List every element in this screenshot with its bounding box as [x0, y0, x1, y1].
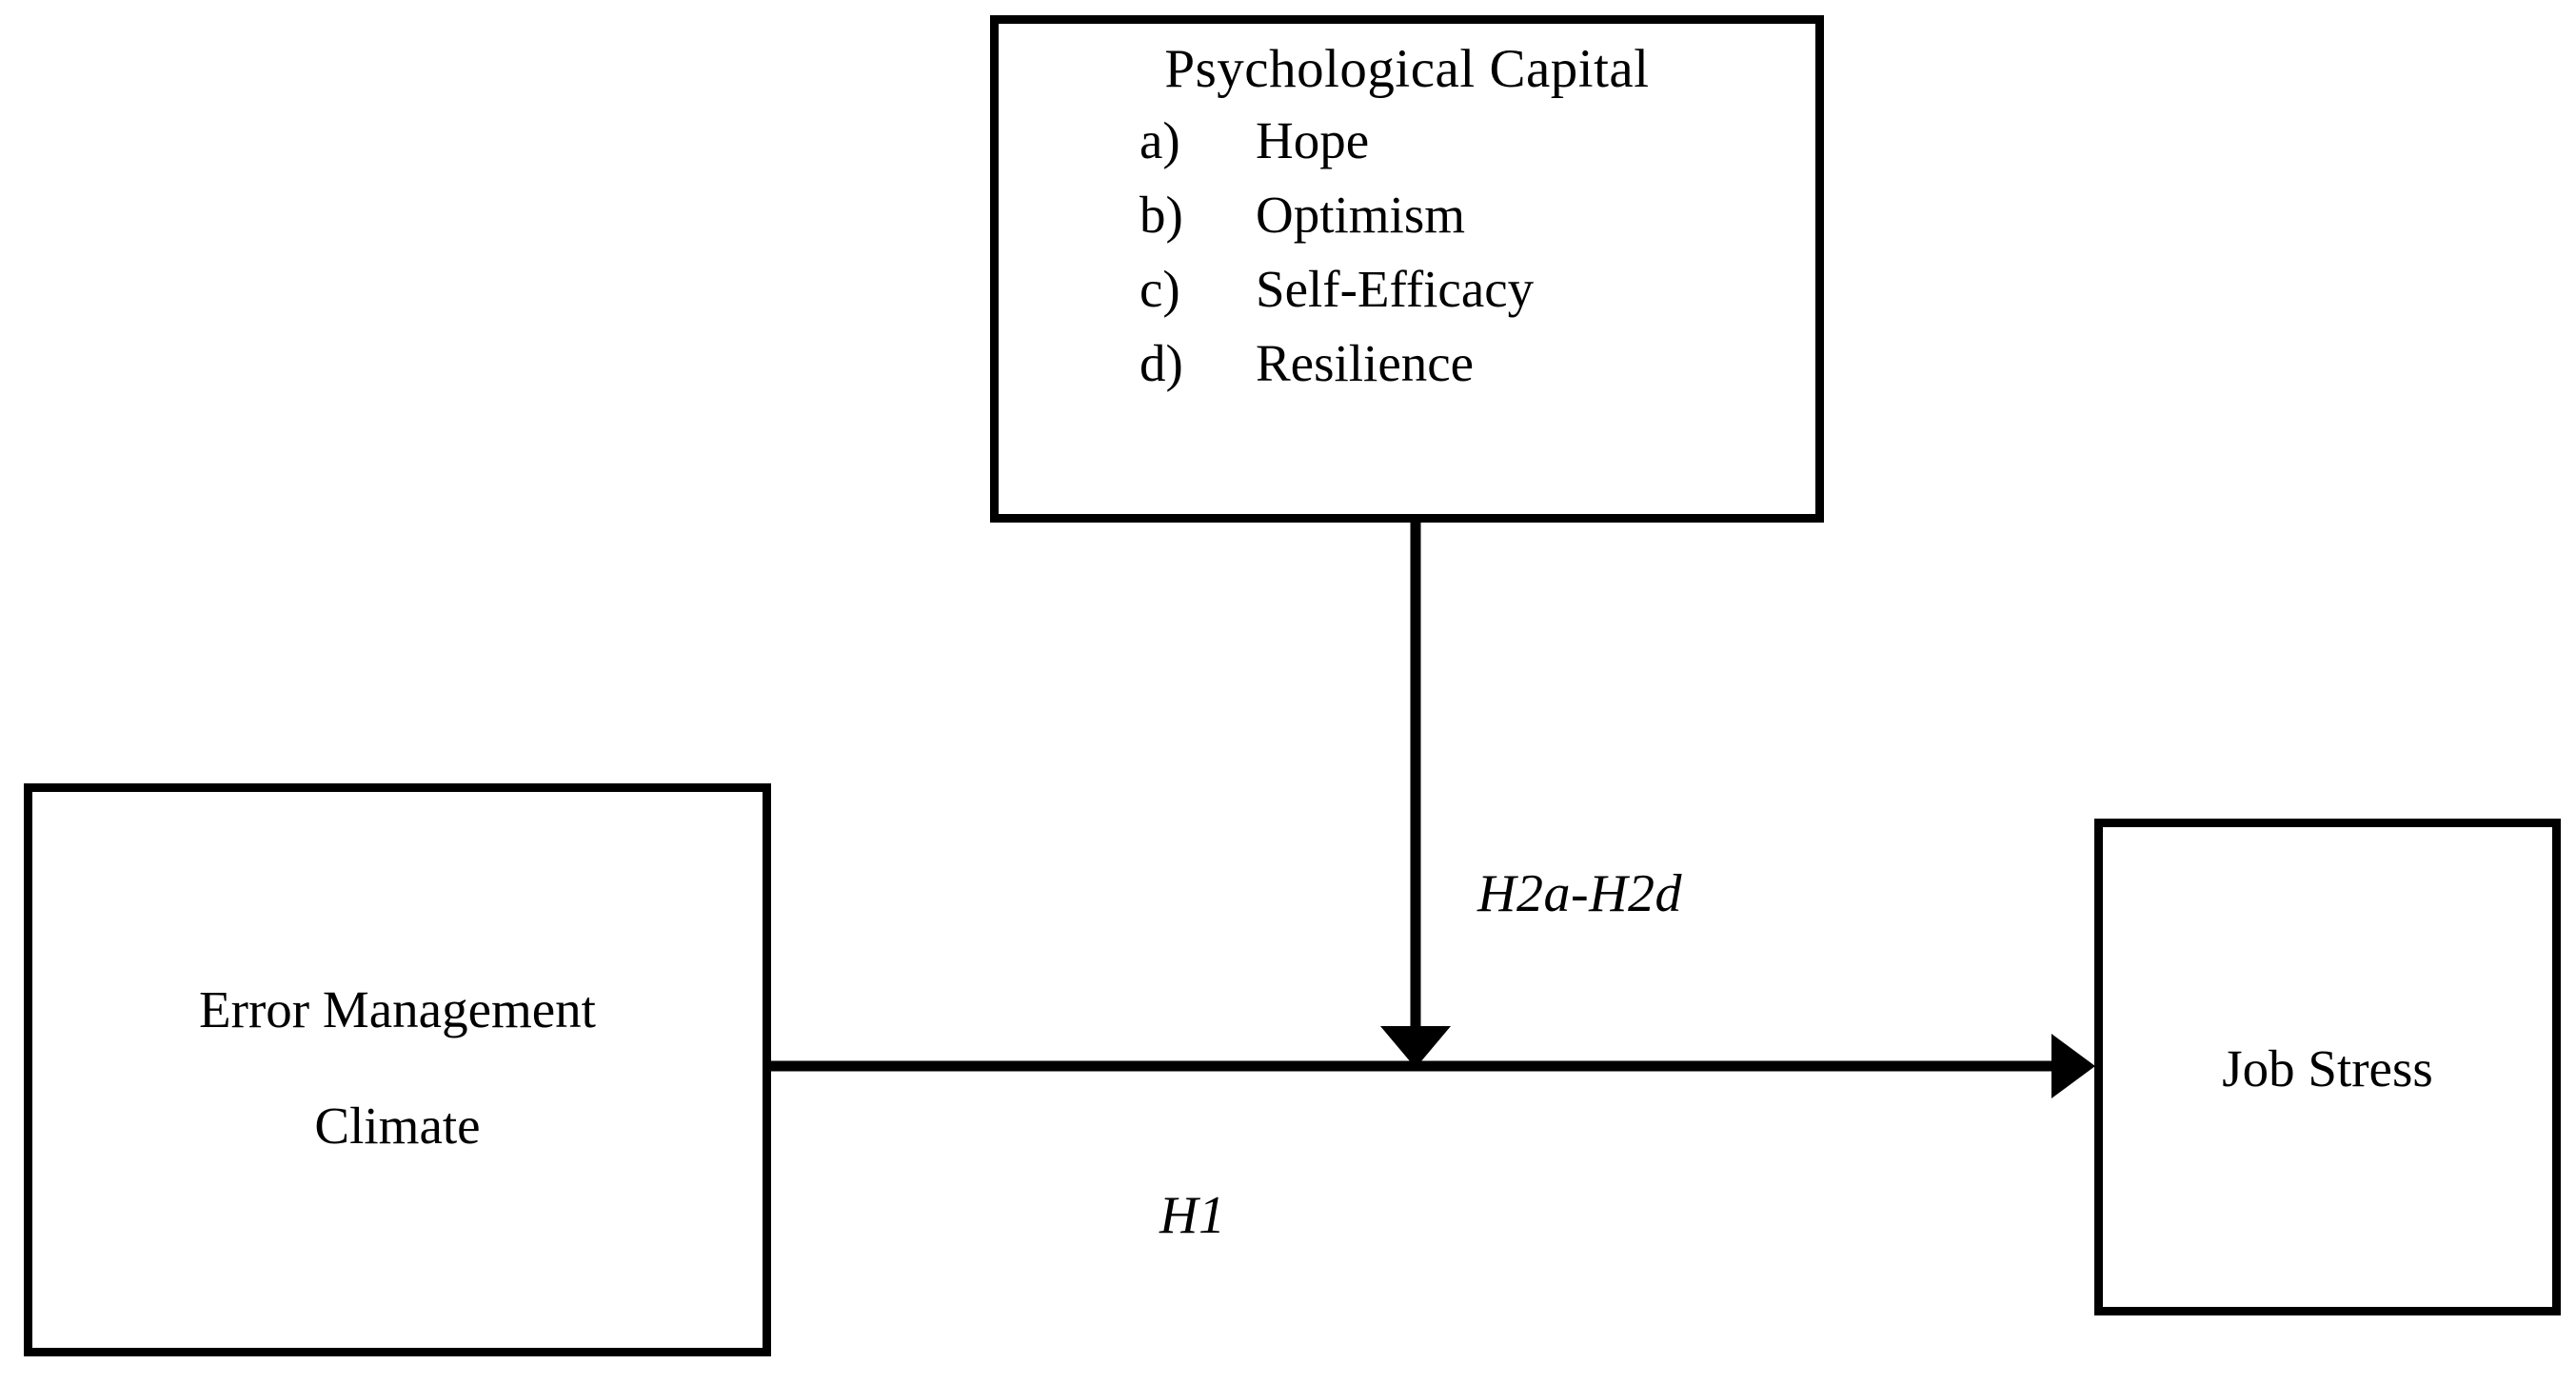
node-psychological-capital[interactable]: Psychological Capital a) Hope b) Optimis… — [990, 15, 1824, 523]
label-line-1: Error Management — [199, 980, 596, 1038]
psychological-capital-dimension-list: a) Hope b) Optimism c) Self-Efficacy d) … — [1139, 104, 1534, 401]
psychological-capital-title: Psychological Capital — [1164, 39, 1650, 99]
moderation-arrow — [1380, 522, 1451, 1068]
list-item-label: Optimism — [1256, 186, 1466, 245]
list-item-label: Hope — [1256, 111, 1370, 169]
node-error-management-climate[interactable]: Error Management Climate — [24, 783, 771, 1356]
list-item-marker: b) — [1139, 186, 1183, 245]
list-item: c) Self-Efficacy — [1139, 252, 1534, 326]
list-item-marker: c) — [1139, 260, 1180, 319]
node-job-stress[interactable]: Job Stress — [2094, 819, 2561, 1315]
job-stress-label: Job Stress — [2222, 1039, 2433, 1097]
hypothesis-label-h2a-h2d: H2a-H2d — [1477, 864, 1683, 923]
list-item-label: Self-Efficacy — [1256, 260, 1535, 319]
direct-effect-arrow — [766, 1034, 2095, 1098]
error-management-climate-label: Error Management Climate — [32, 952, 763, 1184]
list-item-marker: d) — [1139, 334, 1183, 393]
hypothesis-label-h1: H1 — [1159, 1186, 1226, 1245]
list-item: d) Resilience — [1139, 326, 1534, 401]
list-item: a) Hope — [1139, 104, 1534, 178]
label-line-2: Climate — [314, 1097, 481, 1156]
list-item: b) Optimism — [1139, 178, 1534, 252]
list-item-marker: a) — [1139, 111, 1180, 169]
list-item-label: Resilience — [1256, 334, 1475, 393]
